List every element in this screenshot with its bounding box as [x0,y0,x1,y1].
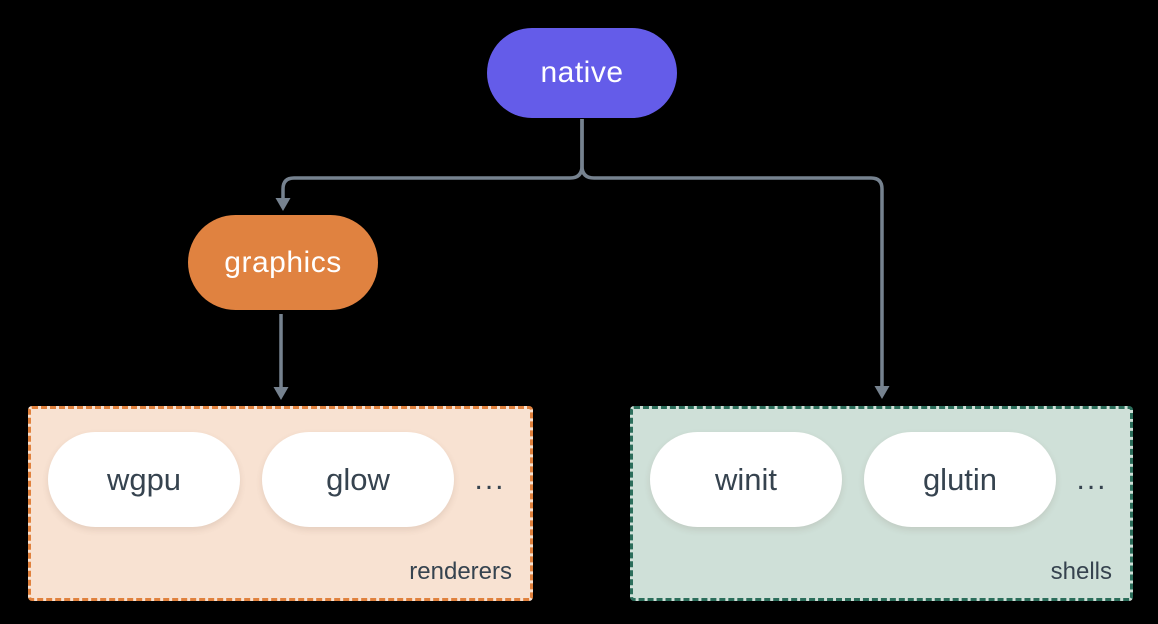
shells-ellipsis: ... [1076,462,1108,496]
item-winit: winit [650,432,842,527]
group-shells: winit glutin ... shells [630,406,1133,601]
node-graphics: graphics [188,215,378,310]
arrowhead-graphics [275,198,291,211]
item-glow-label: glow [326,461,390,497]
item-glutin: glutin [864,432,1056,527]
arrowhead-renderers [273,387,289,400]
group-shells-label: shells [1050,558,1112,585]
item-wgpu: wgpu [48,432,240,527]
node-native-label: native [540,56,624,89]
node-native: native [487,28,677,118]
item-glutin-label: glutin [922,461,998,497]
group-renderers-label: renderers [409,558,512,585]
arrowhead-shells [874,386,890,399]
node-graphics-label: graphics [224,245,342,279]
edge-native-graphics [281,119,584,198]
group-renderers: wgpu glow ... renderers [28,406,533,601]
renderers-ellipsis: ... [474,462,506,496]
item-winit-label: winit [714,461,777,497]
item-glow: glow [262,432,454,527]
edge-native-shells [580,119,884,386]
item-wgpu-label: wgpu [106,461,182,497]
